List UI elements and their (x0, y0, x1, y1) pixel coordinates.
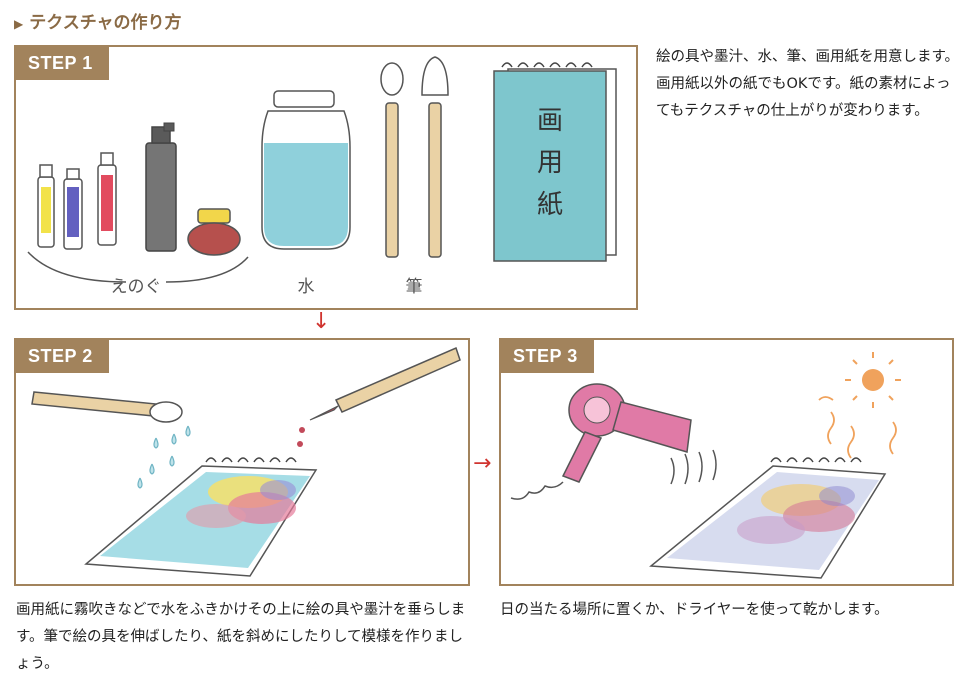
step1-description: 絵の具や墨汁、水、筆、画用紙を用意します。画用紙以外の紙でもOKです。紙の素材に… (656, 49, 960, 119)
step3-description: 日の当たる場所に置くか、ドライヤーを使って乾かします。 (500, 602, 889, 618)
step2-label: STEP 2 (16, 340, 109, 373)
paint-tube-icon (97, 152, 117, 246)
water-jar-icon (261, 90, 351, 250)
paint-tube-icon (63, 168, 83, 250)
step1-label: STEP 1 (16, 47, 109, 80)
step2-illustration (31, 346, 461, 577)
sketchbook-icon (649, 457, 887, 579)
sketchbook-icon (84, 457, 318, 577)
down-arrow-icon: ↓ (312, 309, 331, 334)
sun-icon (818, 352, 901, 459)
step3-illustration (510, 352, 901, 579)
step1-illustration: 画 用 紙 えのぐ 水 筆 (27, 56, 617, 297)
sketchbook-char-1: 画 (537, 106, 563, 136)
step2-panel: STEP 2 (14, 338, 470, 586)
sketchbook-char-3: 紙 (537, 190, 563, 220)
brush-icon (421, 56, 449, 258)
step2-description: 画用紙に霧吹きなどで水をふきかけその上に絵の具や墨汁を垂らします。筆で絵の具を伸… (16, 602, 466, 672)
triangle-marker-icon: ▶ (14, 17, 24, 31)
section-title: テクスチャの作り方 (29, 13, 182, 33)
hair-dryer-icon (510, 383, 692, 500)
caption-water: 水 (298, 277, 315, 297)
ink-bottle-icon (187, 208, 241, 256)
sketchbook-char-2: 用 (537, 148, 563, 178)
right-arrow-icon: → (473, 451, 492, 476)
step3-panel: STEP 3 (499, 338, 954, 586)
caption-brush: 筆 (406, 277, 423, 297)
brush-icon (31, 391, 183, 423)
brush-icon (380, 62, 404, 258)
paint-tube-icon (37, 164, 55, 248)
brush-icon (309, 346, 461, 421)
sketchbook-icon: 画 用 紙 (493, 62, 617, 262)
step3-label: STEP 3 (501, 340, 594, 373)
caption-paints: えのぐ (111, 277, 162, 297)
section-header: ▶ テクスチャの作り方 (14, 8, 182, 33)
step1-panel: STEP 1 (14, 45, 638, 310)
ink-bottle-icon (145, 122, 177, 252)
